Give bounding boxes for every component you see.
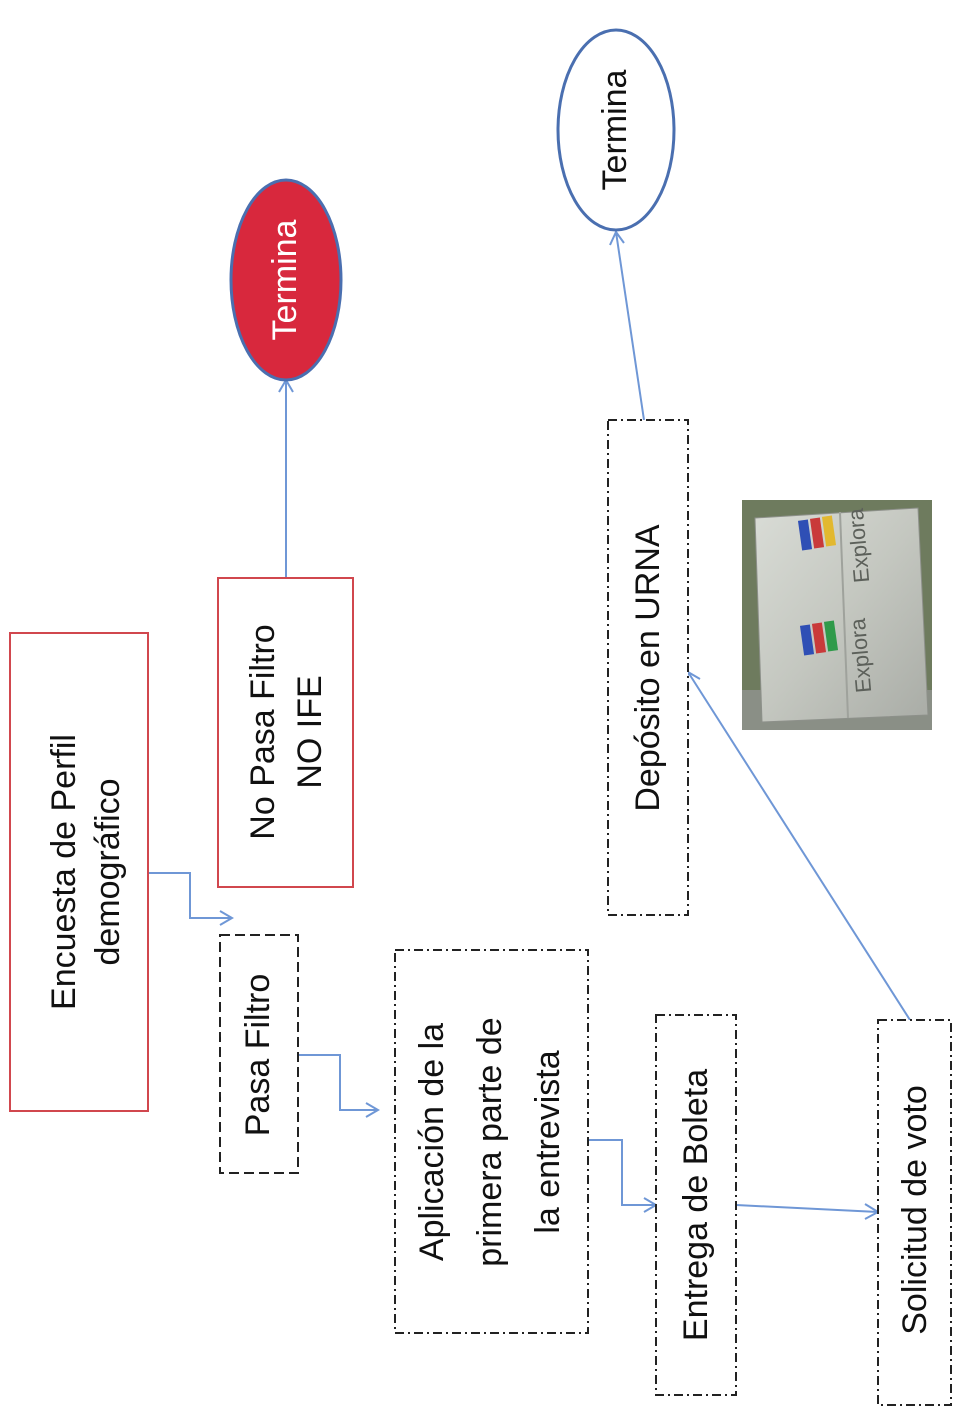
urna-box-shape (754, 507, 929, 723)
node-termina-blue-label: Termina (596, 69, 634, 190)
node-solicitud-box (877, 1019, 952, 1406)
node-no-pasa-line1: No Pasa Filtro (244, 624, 282, 839)
node-termina-blue: Termina (556, 28, 676, 232)
urna-edge (839, 511, 849, 719)
node-encuesta: Encuesta de Perfil demográfico (9, 632, 149, 1112)
urna-logo-2 (799, 620, 839, 656)
node-encuesta-box (9, 632, 149, 1112)
connector-entrega-solicitud (735, 1204, 879, 1213)
node-pasa-filtro: Pasa Filtro (219, 934, 299, 1174)
node-encuesta-line2: demográfico (89, 778, 127, 965)
node-aplicacion-line2: primera parte de (471, 1017, 509, 1266)
connectors (148, 230, 911, 1220)
node-no-pasa-filtro: No Pasa Filtro NO IFE (217, 577, 354, 888)
connector-solicitud-deposito (687, 671, 911, 1021)
node-no-pasa-box (217, 577, 354, 888)
node-termina-red-shape (229, 178, 343, 382)
connector-aplicacion-entrega (588, 1139, 656, 1206)
node-pasa-filtro-box (219, 934, 299, 1174)
arrow-head-aplicacion (365, 1102, 380, 1118)
node-deposito-urna: Depósito en URNA (607, 419, 689, 916)
node-encuesta-line1: Encuesta de Perfil (45, 734, 83, 1010)
node-entrega-boleta: Entrega de Boleta (655, 1014, 737, 1396)
node-solicitud-voto: Solicitud de voto (877, 1019, 952, 1406)
connector-encuesta-pasa (148, 872, 232, 919)
node-entrega-box (655, 1014, 737, 1396)
node-no-pasa-line2: NO IFE (291, 675, 329, 788)
urna-logo-1 (797, 515, 837, 551)
node-pasa-filtro-label: Pasa Filtro (239, 974, 277, 1137)
node-deposito-label: Depósito en URNA (629, 524, 667, 812)
arrow-head-termina-blue (609, 230, 625, 246)
connector-deposito-termina (615, 231, 645, 421)
node-deposito-box (607, 419, 689, 916)
node-aplicacion-box (394, 949, 589, 1334)
connector-pasa-aplicacion (298, 1054, 378, 1111)
node-aplicacion-line3: la entrevista (529, 1050, 567, 1233)
node-aplicacion: Aplicación de la primera parte de la ent… (394, 949, 589, 1334)
node-entrega-label: Entrega de Boleta (677, 1069, 715, 1341)
arrow-head-pasa (219, 910, 234, 926)
node-solicitud-label: Solicitud de voto (896, 1085, 934, 1335)
node-termina-red-label: Termina (266, 219, 304, 340)
node-termina-blue-shape (556, 28, 676, 232)
node-termina-red: Termina (229, 178, 343, 382)
node-aplicacion-line1: Aplicación de la (413, 1023, 451, 1261)
ballot-box-photo: Explora Explora (742, 500, 932, 730)
